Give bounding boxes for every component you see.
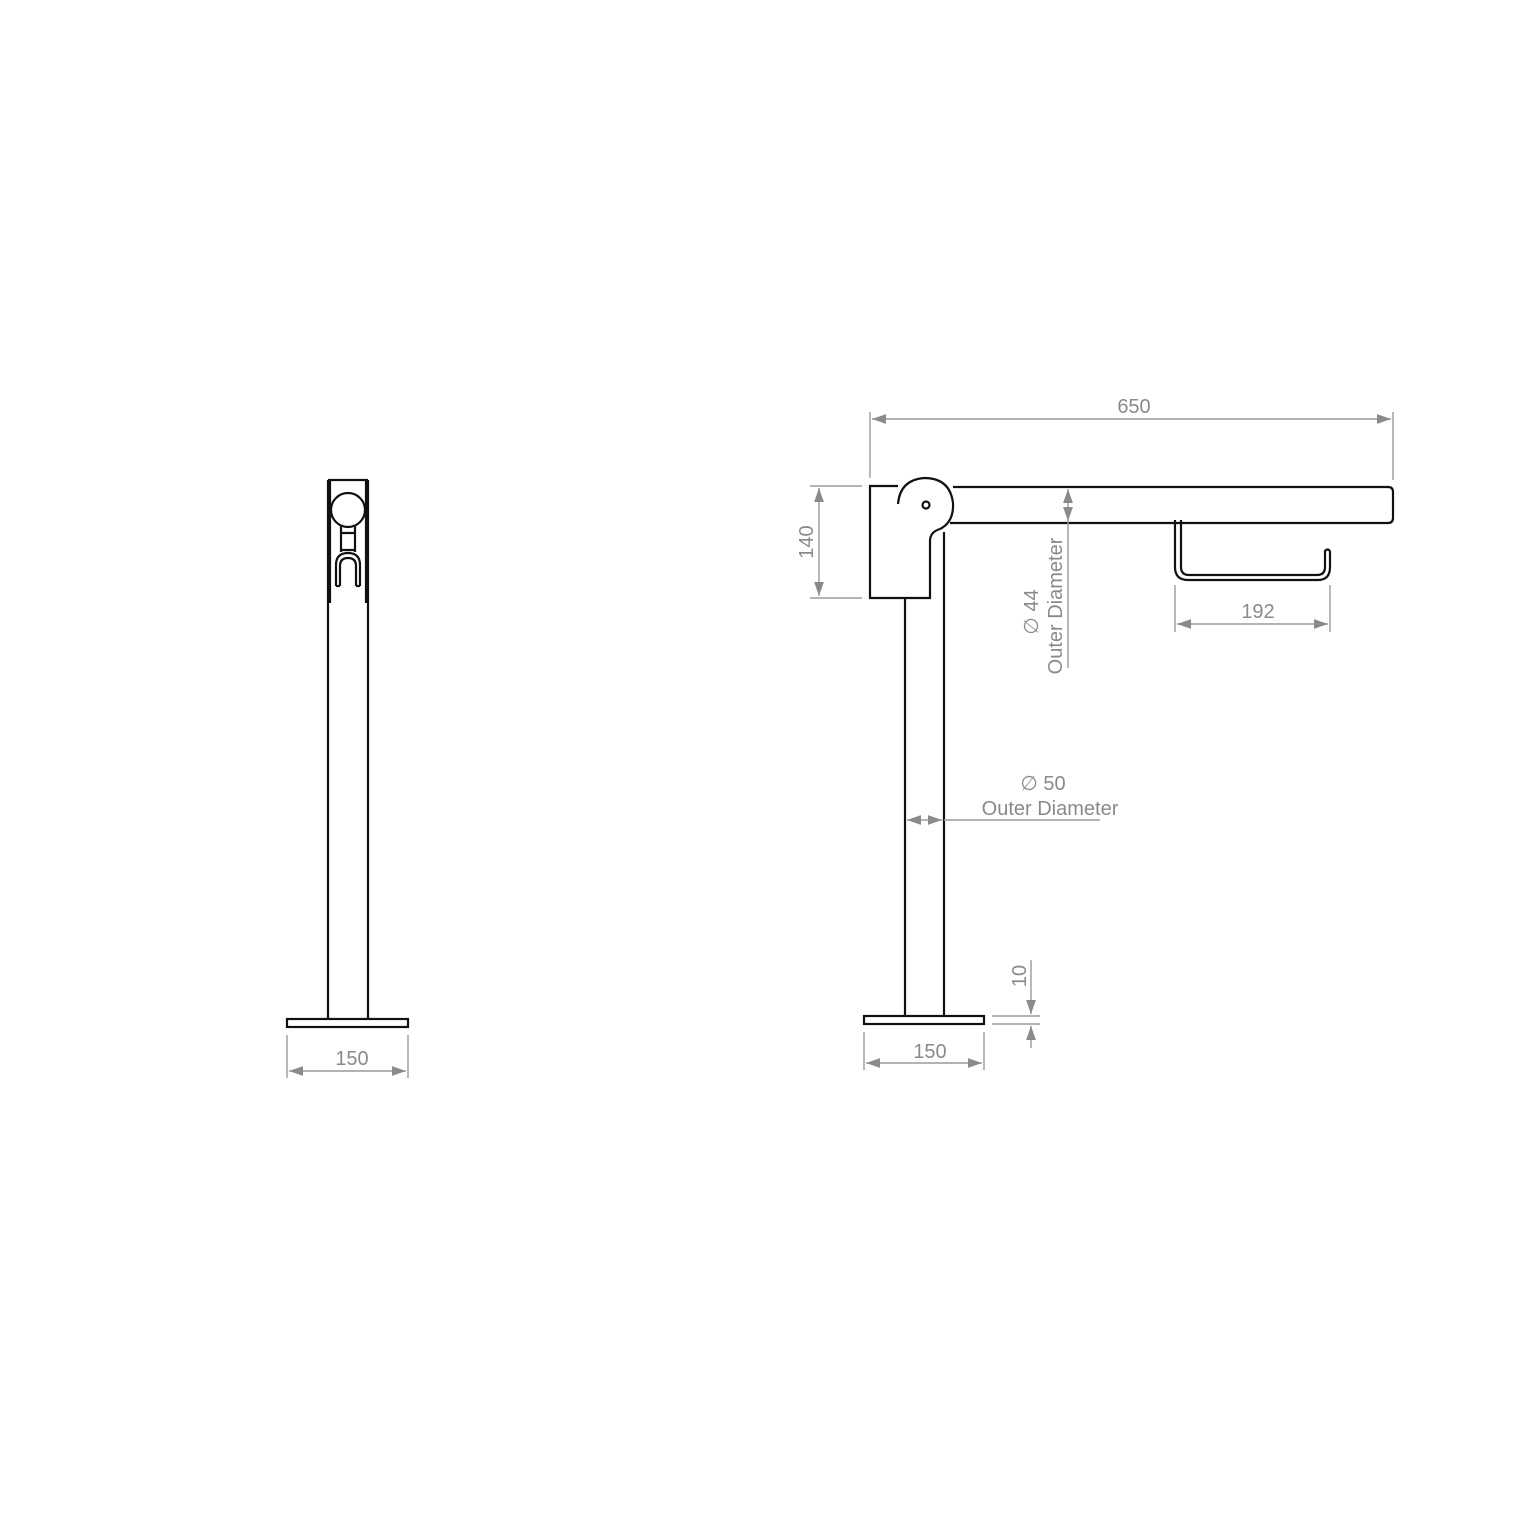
roll-holder (1173, 520, 1332, 582)
base-thickness-label: 10 (1009, 965, 1031, 987)
roll-holder-width-label: 192 (1241, 601, 1274, 623)
post-diameter-value: ∅ 50 (1020, 773, 1065, 795)
side-base-plate (285, 1017, 410, 1029)
side-base-width-label: 150 (335, 1048, 368, 1070)
roll-holder-inner (1179, 520, 1331, 577)
hinge-pin (921, 500, 931, 510)
front-base-plate (862, 1014, 986, 1026)
rail-diameter-label: Outer Diameter (1045, 537, 1067, 674)
rail-diameter-value: ∅ 44 (1021, 589, 1043, 634)
front-view: 650 140 ∅ 44 Outer Diameter 192 ∅ 50 Out… (796, 396, 1395, 1070)
side-view: 150 (285, 478, 410, 1078)
horizontal-rail (950, 485, 1395, 525)
hinge-arm (339, 526, 357, 552)
wall-bracket (868, 484, 941, 600)
roll-holder-u (334, 551, 362, 586)
hinge-knob (329, 491, 367, 529)
overall-length-label: 650 (1117, 396, 1150, 418)
roll-holder-u-inner (338, 556, 358, 586)
front-base-width-label: 150 (913, 1041, 946, 1063)
hinge (896, 476, 955, 530)
bracket-height-label: 140 (796, 525, 818, 558)
post-diameter-label: Outer Diameter (982, 798, 1119, 820)
